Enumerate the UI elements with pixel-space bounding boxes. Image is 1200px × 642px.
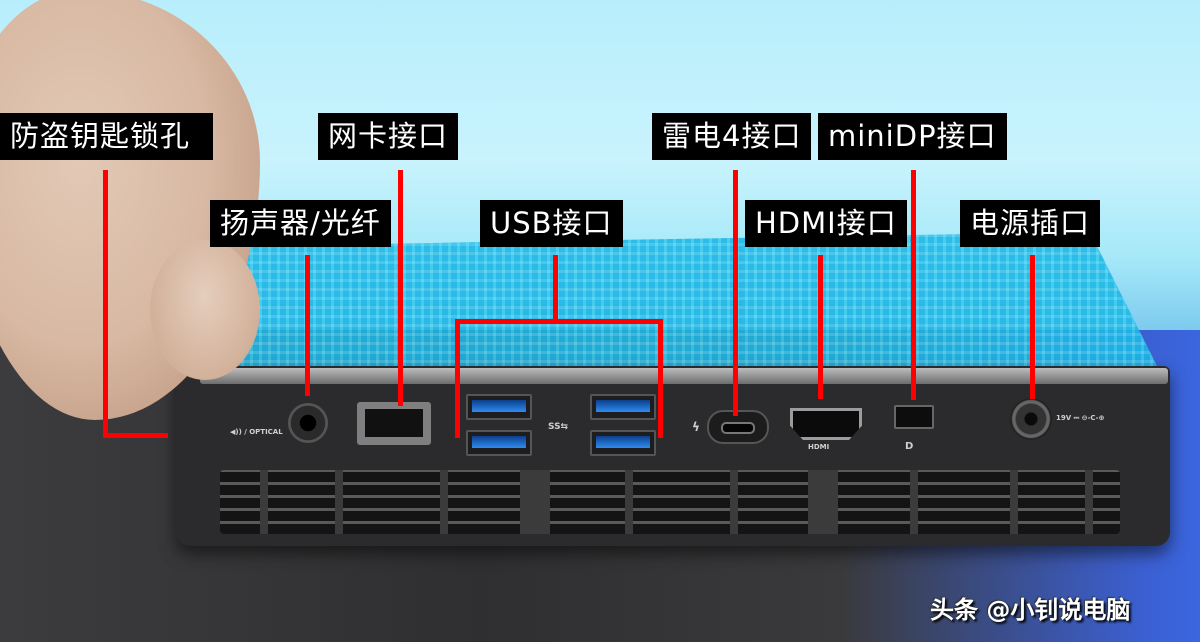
callout-line-power	[1030, 255, 1035, 399]
callout-line-lock	[103, 170, 108, 438]
mini-pc-lid	[220, 232, 1160, 372]
callout-line-thunderbolt	[733, 170, 738, 416]
label-usb-ports: USB接口	[480, 200, 623, 247]
label-thunderbolt4: 雷电4接口	[652, 113, 812, 160]
vent-rib	[730, 470, 738, 534]
callout-line-usb	[553, 255, 558, 323]
power-rating-text: 19V ⎓ ⊖-C-⊕	[1056, 414, 1105, 422]
hdmi-port	[790, 408, 862, 440]
lid-pattern	[220, 232, 1160, 372]
thunderbolt-icon: ϟ	[692, 420, 700, 434]
usb-port	[466, 394, 532, 420]
dc-power-jack	[1010, 398, 1052, 440]
vent-rib	[808, 470, 838, 534]
usb-port	[466, 430, 532, 456]
vent-rib	[910, 470, 918, 534]
label-minidp: miniDP接口	[818, 113, 1007, 160]
label-audio-optical: 扬声器/光纤	[210, 200, 391, 247]
label-power-jack: 电源插口	[960, 200, 1101, 247]
vent-rib	[1085, 470, 1093, 534]
audio-silkscreen: ◀)) / OPTICAL	[230, 428, 283, 436]
thunderbolt4-port	[707, 410, 769, 444]
callout-line-hdmi	[818, 255, 823, 399]
minidp-port	[894, 405, 934, 429]
vent-rib	[335, 470, 343, 534]
usb-port	[590, 430, 656, 456]
callout-line-minidp	[911, 170, 916, 400]
callout-line-network	[398, 170, 403, 406]
vent-rib	[625, 470, 633, 534]
label-hdmi: HDMI接口	[745, 200, 907, 247]
usb-ss-logo: SS⇆	[548, 422, 569, 432]
displayport-icon: D	[905, 441, 914, 452]
callout-bracket-usb-left	[455, 319, 460, 438]
callout-line-audio	[305, 255, 310, 396]
usb-port	[590, 394, 656, 420]
finger	[150, 240, 260, 380]
callout-bracket-usb-right	[658, 319, 663, 438]
hdmi-logo: HDMI	[808, 443, 830, 451]
callout-bracket-usb	[455, 319, 663, 324]
vent-rib	[520, 470, 550, 534]
chrome-trim	[200, 368, 1168, 384]
vent-rib	[440, 470, 448, 534]
label-lock-slot: 防盗钥匙锁孔	[0, 113, 213, 160]
ethernet-port	[357, 402, 431, 445]
cooling-vent	[220, 470, 1120, 534]
label-network-port: 网卡接口	[318, 113, 459, 160]
vent-rib	[260, 470, 268, 534]
vent-rib	[1010, 470, 1018, 534]
callout-line-lock-foot	[103, 433, 168, 438]
watermark: 头条 @小钊说电脑	[930, 596, 1131, 624]
audio-optical-jack	[288, 403, 328, 443]
